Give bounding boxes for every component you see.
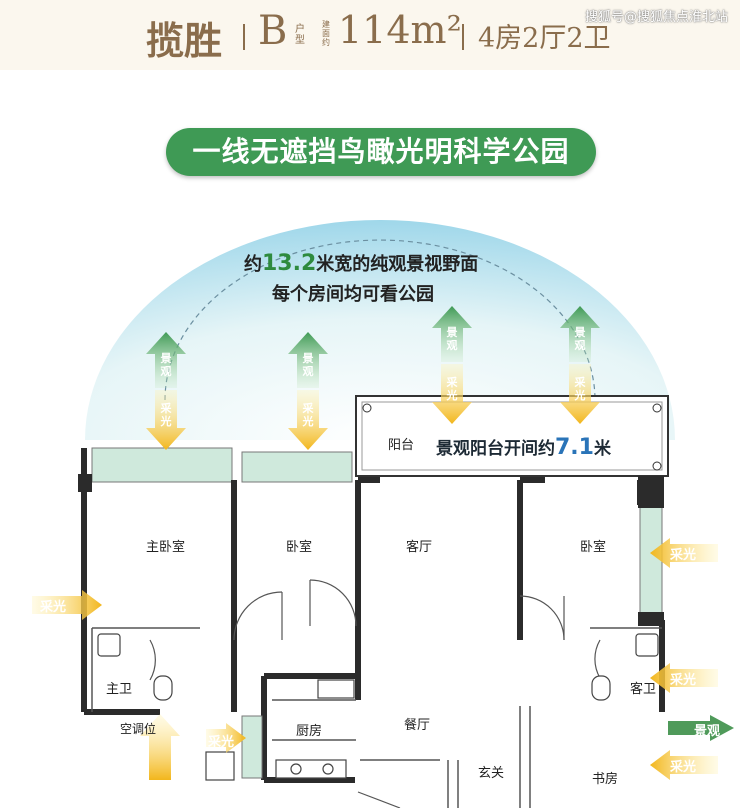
room-master-bath: 主卫 [106, 682, 133, 697]
light-arrow-right-1-label: 采光 [670, 548, 697, 563]
view-arrow-label-2: 景观 [302, 352, 314, 378]
light-arrow-left-label: 采光 [40, 600, 67, 615]
view-arrow-1 [146, 332, 186, 388]
watermark: 搜狐号@搜狐焦点淮北站 [584, 10, 728, 25]
view-arrow-right [668, 715, 734, 741]
room-living-room: 客厅 [406, 540, 433, 555]
view-arrow-3 [432, 306, 472, 362]
light-arrow-left [32, 590, 102, 620]
light-arrow-right-3 [650, 750, 718, 780]
light-arrow-ac [140, 714, 180, 780]
view-width-line1: 约13.2米宽的纯观景视野面 [244, 251, 479, 276]
room-study: 书房 [592, 772, 619, 787]
light-arrow-right-2 [650, 663, 718, 693]
room-guest-bath: 客卫 [630, 682, 657, 697]
view-arrow-label-3: 景观 [446, 326, 458, 352]
view-arrow-label-1: 景观 [160, 352, 172, 378]
window-bedroom-left [241, 451, 353, 483]
light-arrow-4 [560, 364, 600, 424]
room-master-bedroom: 主卧室 [146, 540, 186, 555]
light-arrow-label-4: 采光 [574, 376, 586, 402]
light-arrow-label-2: 采光 [302, 402, 314, 428]
view-arrow-4 [560, 306, 600, 362]
banner-title: 一线无遮挡鸟瞰光明科学公园 [166, 128, 596, 176]
light-arrow-2 [288, 390, 328, 450]
header-divider-2 [462, 24, 464, 50]
room-balcony: 阳台 [388, 438, 415, 453]
view-arrow-label-4: 景观 [574, 326, 586, 352]
light-arrow-right-3-label: 采光 [670, 760, 697, 775]
ac-unit: 空调位 [120, 722, 157, 736]
light-arrow-right-1 [650, 538, 718, 568]
light-arrow-label-1: 采光 [160, 402, 172, 428]
view-width-value: 13.2 [262, 251, 317, 276]
room-kitchen: 厨房 [296, 724, 323, 739]
view-arrow-2 [288, 332, 328, 388]
room-bedroom-right: 卧室 [580, 540, 607, 555]
balcony-width-value: 7.1 [555, 435, 594, 460]
unit-layout: 4房2厅2卫 [478, 23, 611, 54]
room-dining: 餐厅 [404, 718, 431, 733]
room-bedroom-left: 卧室 [286, 540, 313, 555]
header-bar: 揽胜 B 户型 建面约 114m² 4房2厅2卫 [0, 0, 740, 70]
view-width-line2: 每个房间均可看公园 [272, 284, 434, 305]
window-bedroom-right [639, 504, 663, 616]
view-arrow-right-label: 景观 [694, 724, 721, 739]
light-arrow-kitchen [206, 723, 246, 753]
project-name: 揽胜 [146, 18, 223, 63]
room-entrance: 玄关 [478, 766, 505, 781]
unit-area: 114m² [338, 8, 462, 52]
header-divider [243, 24, 245, 50]
light-arrow-3 [432, 364, 472, 424]
unit-type-caption: 户型 [295, 24, 305, 46]
light-arrow-kitchen-label: 采光 [208, 735, 235, 750]
sky-dome [85, 220, 675, 440]
light-arrow-label-3: 采光 [446, 376, 458, 402]
light-arrow-right-2-label: 采光 [670, 673, 697, 688]
balcony-width-note: 景观阳台开间约7.1米 [436, 435, 611, 460]
area-caption: 建面约 [322, 20, 330, 47]
kitchen-window [241, 715, 263, 779]
window-master-bedroom [91, 447, 233, 483]
balcony-area [355, 395, 669, 477]
unit-type-letter: B [258, 8, 288, 54]
light-arrow-1 [146, 390, 186, 450]
